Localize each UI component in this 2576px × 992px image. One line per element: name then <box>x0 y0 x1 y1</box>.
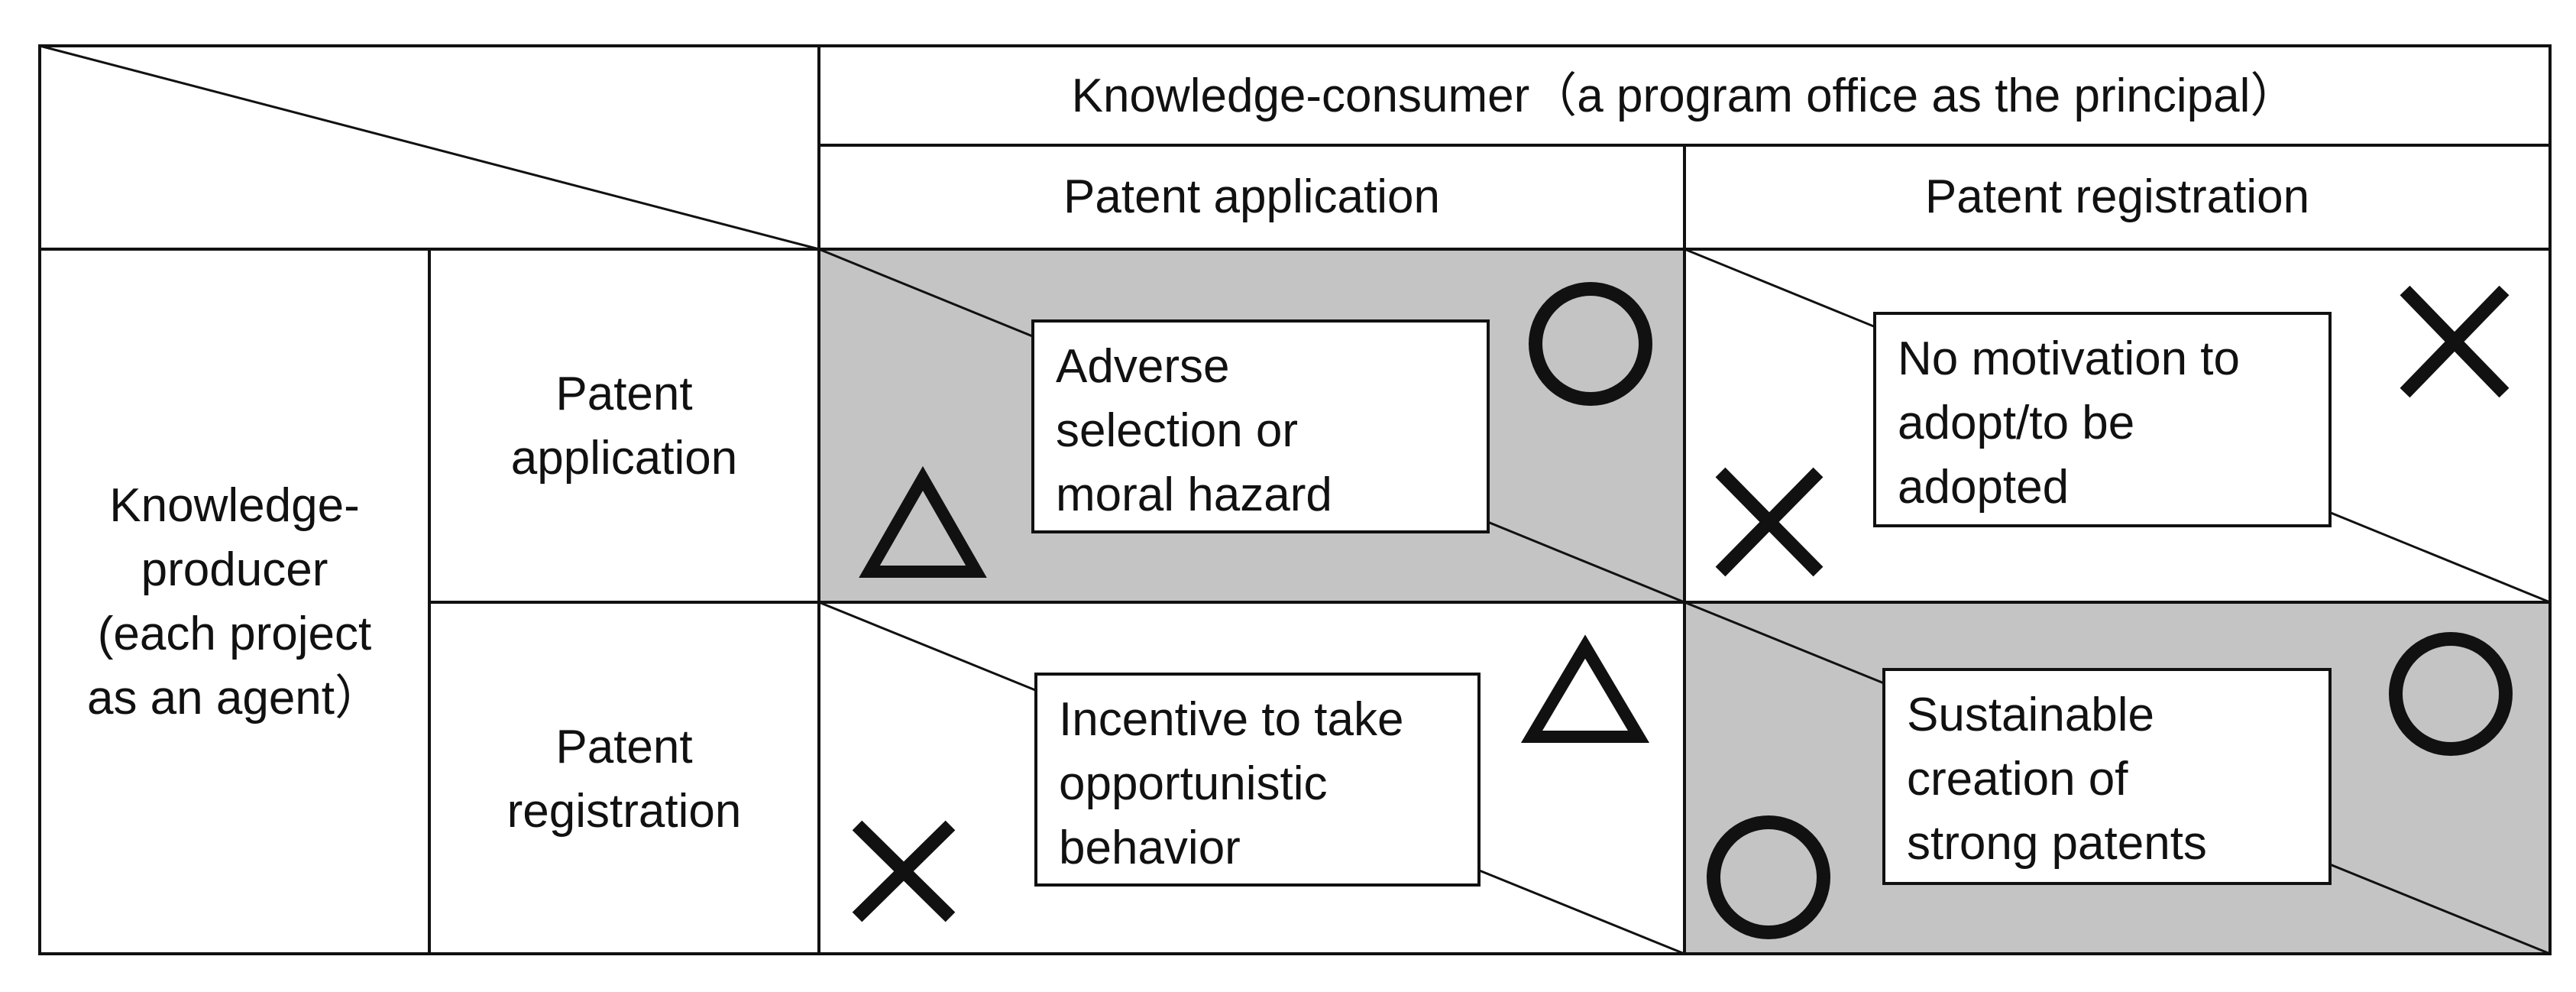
cell-text-no-motivation: No motivation to adopt/to be adopted <box>1873 312 2332 527</box>
cell-text-incentive: Incentive to take opportunistic behavior <box>1034 673 1481 887</box>
row-label-patent-application: Patent application <box>510 368 738 485</box>
cross-icon <box>2400 285 2510 398</box>
producer-label: Knowledge- producer (each project as an … <box>86 479 383 725</box>
cell-text-adverse-selection: Adverse selection or moral hazard <box>1031 319 1490 533</box>
circle-icon <box>1707 815 1830 939</box>
cross-icon <box>852 820 956 922</box>
cross-icon <box>1715 467 1824 577</box>
consumer-header: Knowledge-consumer（a program office as t… <box>1071 70 2298 122</box>
column-header-patent-application: Patent application <box>1063 170 1440 223</box>
triangle-icon <box>859 465 987 578</box>
header-diagonal <box>39 44 820 251</box>
triangle-icon <box>1520 634 1650 743</box>
grid-lines <box>38 44 2552 955</box>
cell-text-sustainable-creation: Sustainable creation of strong patents <box>1882 668 2332 885</box>
circle-icon <box>1529 282 1652 406</box>
circle-icon <box>2389 632 2513 756</box>
column-header-patent-registration: Patent registration <box>1924 170 2310 223</box>
row-label-patent-registration: Patent registration <box>506 721 742 838</box>
